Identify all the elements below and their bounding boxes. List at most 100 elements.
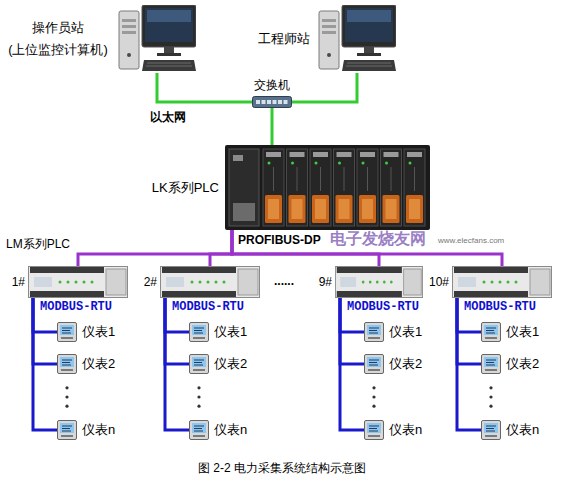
text-anchor: 仪表n [506,422,539,438]
label-anchor: ...... [274,274,294,288]
ellipsis-dot [197,395,200,398]
node-label: 仪表2 [506,356,539,372]
label-anchor: 以太网 [150,110,186,124]
engineer-station: 工程师站 [318,5,396,73]
lm-plc: 1# [28,266,128,298]
text-anchor: 仪表2 [82,356,115,372]
text-anchor: 2# [144,275,157,290]
modbus-link [165,298,189,430]
bus-label: PROFIBUS-DP [238,233,321,247]
bus-label: MODBUS-RTU [172,300,244,314]
bus-label: MODBUS-RTU [347,300,419,314]
power-meter: 仪表n [57,420,77,440]
ellipsis-dot [489,405,492,408]
power-meter-icon [481,322,501,342]
node-label: 仪表1 [214,324,247,340]
power-meter: 仪表1 [189,322,209,342]
power-meter-icon [364,420,384,440]
power-meter-icon [57,322,77,342]
ellipsis-dot [489,395,492,398]
node-label: 交换机 [254,78,290,93]
text-anchor: 仪表2 [214,356,247,372]
text-anchor: 仪表n [82,422,115,438]
power-meter: 仪表2 [364,354,384,374]
power-meter-icon [57,354,77,374]
operator-station-icon [118,5,196,73]
power-meter-icon [364,322,384,342]
label-anchor: PROFIBUS-DP [238,233,321,247]
power-meter: 仪表n [364,420,384,440]
node-label: 仪表1 [82,324,115,340]
text-anchor: 交换机 [254,78,290,93]
ethernet-link [157,73,252,102]
label-anchor: MODBUS-RTU [172,300,244,314]
text-anchor: 仪表n [214,422,247,438]
ellipsis-dot [65,386,68,389]
ellipsis-dot [197,405,200,408]
node-label: 1# [12,275,25,290]
node-label: 工程师站 [258,31,310,47]
text-anchor: 1# [12,275,25,290]
label-anchor: www.elecfans.com [438,236,504,246]
lk-plc-rack: LK系列PLC [225,145,430,230]
power-meter: 仪表2 [189,354,209,374]
lm-plc-icon [160,266,260,298]
group-label: LM系列PLC [6,237,70,251]
network-switch-icon [252,96,292,108]
node-label: 仪表2 [82,356,115,372]
network-label: 以太网 [150,110,186,124]
text-anchor: 仪表n [389,422,422,438]
operator-station: 操作员站 (上位监控计算机) [118,5,196,73]
watermark-url: www.elecfans.com [438,236,504,246]
power-meter: 仪表2 [57,354,77,374]
power-meter-icon [189,322,209,342]
ellipsis-dot [372,405,375,408]
text-anchor: 9# [319,275,332,290]
text-anchor: 工程师站 [258,31,310,47]
node-label: LK系列PLC [152,179,219,195]
power-meter: 仪表1 [481,322,501,342]
node-label: 仪表1 [389,324,422,340]
text-anchor: 仪表1 [389,324,422,340]
node-label: 仪表2 [389,356,422,372]
power-meter: 仪表1 [57,322,77,342]
node-label: 9# [319,275,332,290]
bus-label: MODBUS-RTU [40,300,112,314]
power-meter-icon [57,420,77,440]
node-label: 仪表2 [214,356,247,372]
power-meter-icon [481,420,501,440]
profibus-link [210,230,232,266]
label-anchor: MODBUS-RTU [464,300,536,314]
node-label: 仪表n [389,422,422,438]
ellipsis-dot [65,395,68,398]
lm-plc-icon [452,266,552,298]
node-label: 10# [429,275,449,290]
modbus-link [340,298,364,430]
ellipsis: ...... [274,274,294,288]
node-label: 仪表n [214,422,247,438]
watermark: 电子发烧友网 [330,229,426,248]
figure-caption: 图 2-2 电力采集系统结构示意图 [0,460,564,477]
text-anchor: 仪表1 [82,324,115,340]
text-anchor: 操作员站 (上位监控计算机) [4,17,112,61]
profibus-link [78,230,232,266]
power-meter: 仪表2 [481,354,501,374]
text-anchor: 仪表2 [389,356,422,372]
power-meter: 仪表1 [364,322,384,342]
power-meter-icon [481,354,501,374]
ellipsis-dot [372,386,375,389]
lm-plc: 10# [452,266,552,298]
ethernet-link [271,108,274,145]
label-anchor: MODBUS-RTU [40,300,112,314]
node-label: 仪表n [82,422,115,438]
ethernet-link [292,73,357,102]
lm-plc: 9# [335,266,423,298]
power-meter-icon [364,354,384,374]
text-anchor: 仪表1 [506,324,539,340]
profibus-link [232,230,502,266]
power-meter: 仪表n [481,420,501,440]
engineer-station-icon [318,5,396,73]
lk-plc-rack-icon [225,145,430,230]
text-anchor: 仪表2 [506,356,539,372]
modbus-link [457,298,481,430]
